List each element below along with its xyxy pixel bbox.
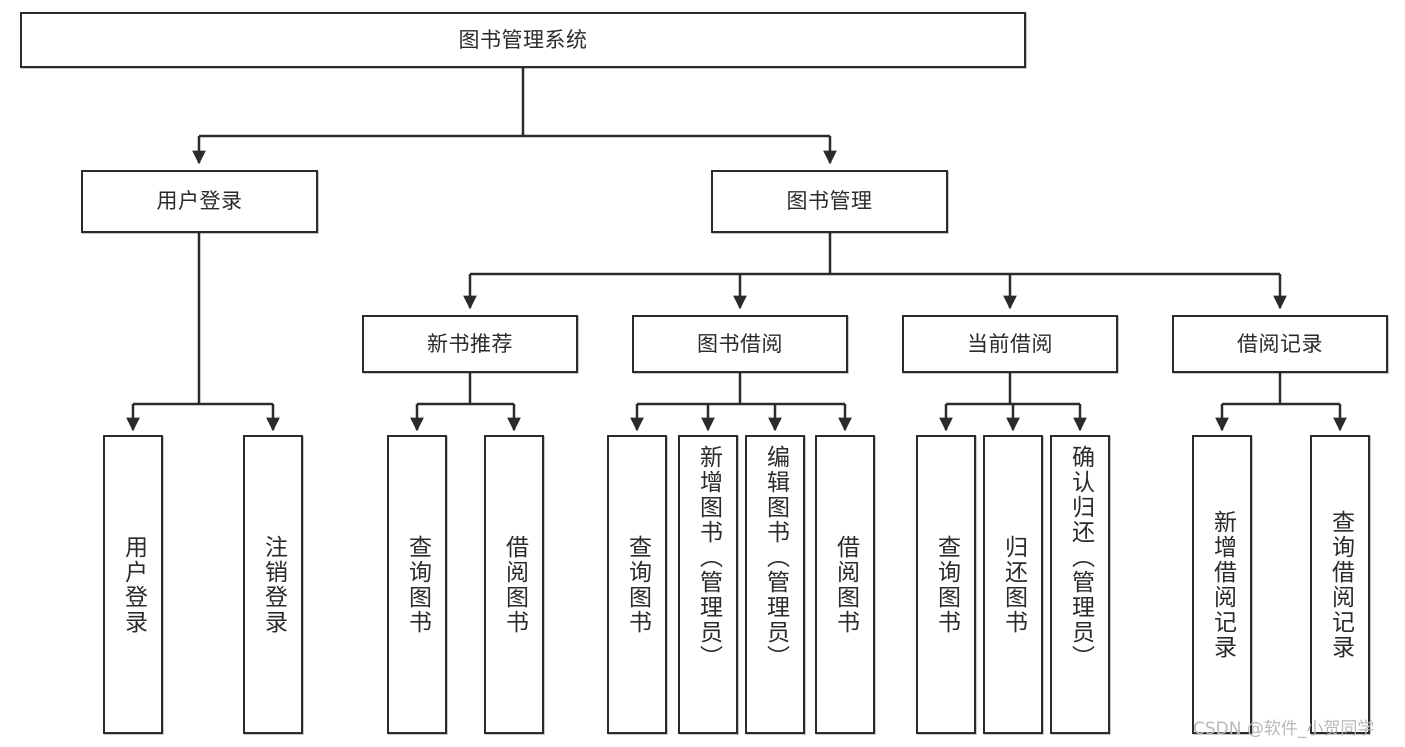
node-label: 借阅图书 xyxy=(501,534,528,635)
leaf-record-query-record[interactable]: 查询借阅记录 xyxy=(1310,435,1370,734)
node-label: 新增图书（管理员） xyxy=(695,445,722,670)
node-label: 新增借阅记录 xyxy=(1209,509,1236,660)
leaf-borrow-borrow-book[interactable]: 借阅图书 xyxy=(815,435,875,734)
node-root-system[interactable]: 图书管理系统 xyxy=(20,12,1026,68)
node-label: 图书借阅 xyxy=(697,331,783,356)
leaf-newbook-borrow-book[interactable]: 借阅图书 xyxy=(484,435,544,734)
node-label: 用户登录 xyxy=(156,189,243,214)
leaf-borrow-edit-book-admin[interactable]: 编辑图书（管理员） xyxy=(745,435,805,734)
node-label: 借阅记录 xyxy=(1237,331,1323,356)
node-label: 编辑图书（管理员） xyxy=(762,445,789,670)
leaf-borrow-query-book[interactable]: 查询图书 xyxy=(607,435,667,734)
leaf-user-logout[interactable]: 注销登录 xyxy=(243,435,303,734)
node-label: 注销登录 xyxy=(260,534,287,635)
leaf-borrow-add-book-admin[interactable]: 新增图书（管理员） xyxy=(678,435,738,734)
leaf-current-confirm-return-admin[interactable]: 确认归还（管理员） xyxy=(1050,435,1110,734)
node-borrow-record[interactable]: 借阅记录 xyxy=(1172,315,1388,373)
node-label: 查询图书 xyxy=(404,534,431,635)
node-label: 借阅图书 xyxy=(832,534,859,635)
leaf-record-add-record[interactable]: 新增借阅记录 xyxy=(1192,435,1252,734)
leaf-user-login[interactable]: 用户登录 xyxy=(103,435,163,734)
node-new-book-recommend[interactable]: 新书推荐 xyxy=(362,315,578,373)
node-label: 新书推荐 xyxy=(427,331,513,356)
node-label: 图书管理系统 xyxy=(458,27,588,52)
node-label: 用户登录 xyxy=(120,534,147,635)
node-label: 查询图书 xyxy=(933,534,960,635)
node-label: 归还图书 xyxy=(1000,534,1027,635)
node-label: 查询图书 xyxy=(624,534,651,635)
node-user-login[interactable]: 用户登录 xyxy=(81,170,318,233)
node-label: 图书管理 xyxy=(786,189,873,214)
node-label: 确认归还（管理员） xyxy=(1067,445,1094,670)
node-current-borrow[interactable]: 当前借阅 xyxy=(902,315,1118,373)
node-label: 当前借阅 xyxy=(967,331,1053,356)
leaf-current-return-book[interactable]: 归还图书 xyxy=(983,435,1043,734)
node-book-borrow[interactable]: 图书借阅 xyxy=(632,315,848,373)
node-label: 查询借阅记录 xyxy=(1327,509,1354,660)
node-book-management[interactable]: 图书管理 xyxy=(711,170,948,233)
leaf-newbook-query-book[interactable]: 查询图书 xyxy=(387,435,447,734)
watermark-text: CSDN @软件_小贺同学 xyxy=(1193,719,1375,739)
leaf-current-query-book[interactable]: 查询图书 xyxy=(916,435,976,734)
